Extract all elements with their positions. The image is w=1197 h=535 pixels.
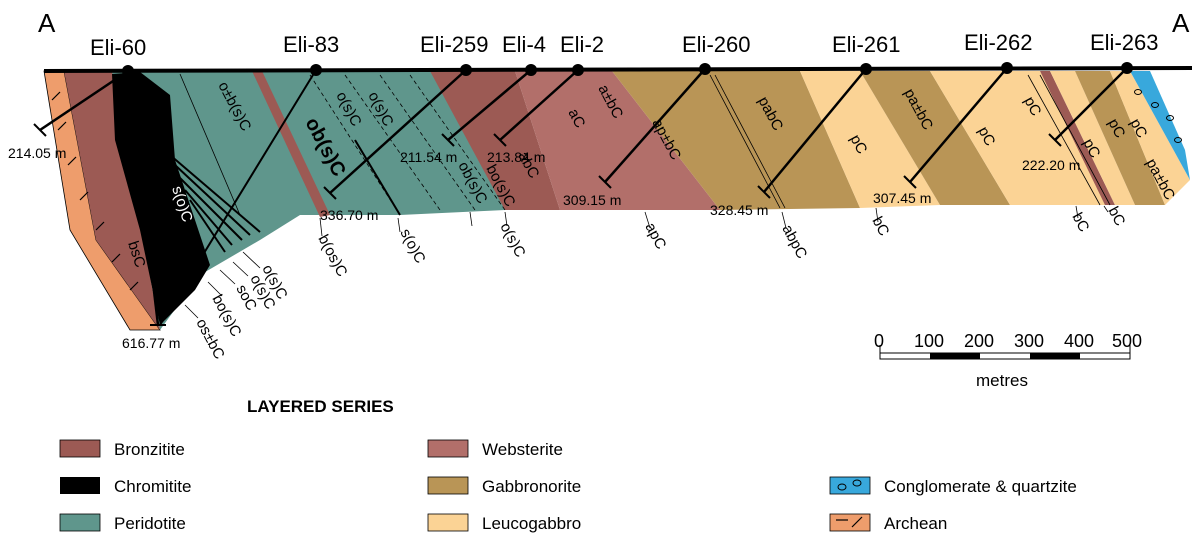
legend-swatch-archean <box>829 513 871 532</box>
depth-label: 214.05 m <box>8 145 66 161</box>
bronzitite-lower-unit <box>64 71 160 330</box>
scale-tick: 100 <box>914 331 944 351</box>
unit-label: o(s)C <box>496 220 528 261</box>
drillhole-name: Eli-259 <box>420 32 488 57</box>
archean-symbol-icon <box>851 516 863 528</box>
drillhole-name: Eli-262 <box>964 30 1032 55</box>
legend-swatch-chromitite <box>60 477 100 494</box>
leucogabbro-unit-4 <box>1110 71 1190 205</box>
unit-label: bC <box>1068 210 1092 235</box>
drillhole-name: Eli-2 <box>560 32 604 57</box>
depth-label: 328.45 m <box>710 202 768 218</box>
conglomerate-pattern <box>1134 89 1182 143</box>
drillhole-collars <box>122 62 1133 77</box>
drillhole-name: Eli-4 <box>502 32 546 57</box>
drillhole-name: Eli-60 <box>90 35 146 60</box>
depth-label: 616.77 m <box>122 335 180 351</box>
drillhole-name: Eli-263 <box>1090 30 1158 55</box>
topographic-surface <box>43 66 1193 73</box>
section-end-right: A <box>1172 8 1190 38</box>
conglomerate-unit <box>1130 71 1190 180</box>
label-leaders <box>184 205 1109 319</box>
scale-tick: 400 <box>1064 331 1094 351</box>
scale-bar: 0 100 200 300 400 500 metres <box>874 331 1142 390</box>
depth-label: 336.70 m <box>320 207 378 223</box>
legend-swatch-conglomerate <box>829 476 871 495</box>
chromitite-seams <box>169 139 401 253</box>
unit-label: bC <box>868 214 892 239</box>
scale-tick: 300 <box>1014 331 1044 351</box>
legend-swatch-websterite <box>427 439 469 458</box>
legend-label: Gabbronorite <box>482 477 581 496</box>
legend-swatch-peridotite <box>59 513 101 532</box>
leucogabbro-unit-3 <box>1050 71 1135 205</box>
bronzitite-band-2 <box>1040 71 1115 205</box>
drillholes <box>33 67 1128 326</box>
legend-label: Peridotite <box>114 514 186 533</box>
drillhole-name: Eli-260 <box>682 32 750 57</box>
drillhole-name: Eli-83 <box>283 32 339 57</box>
peridotite-unit <box>112 71 505 330</box>
depth-label: 307.45 m <box>873 190 931 206</box>
bronzitite-band-1 <box>252 71 330 217</box>
legend: LAYERED SERIES Bronzitite Chromitite Per… <box>59 397 1077 533</box>
legend-label: Archean <box>884 514 947 533</box>
archean-pattern <box>51 91 139 291</box>
conglomerate-symbol-icon <box>837 483 847 491</box>
legend-label: Conglomerate & quartzite <box>884 477 1077 496</box>
bronzitite-upper-unit <box>430 71 560 210</box>
depth-label: 309.15 m <box>563 192 621 208</box>
scale-tick: 200 <box>964 331 994 351</box>
legend-swatch-bronzitite <box>59 439 101 458</box>
scale-tick: 500 <box>1112 331 1142 351</box>
depth-label: 222.20 m <box>1022 157 1080 173</box>
legend-label: Websterite <box>482 440 563 459</box>
legend-swatch-gabbronorite <box>427 476 469 495</box>
gabbronorite-unit-2 <box>860 71 1010 205</box>
legend-label: Chromitite <box>114 477 191 496</box>
depth-label: 213.84 m <box>487 149 545 165</box>
unit-label: apC <box>641 220 669 252</box>
unit-label: b(os)C <box>314 232 350 280</box>
gabbronorite-unit-3 <box>1075 71 1165 205</box>
contact-lines <box>179 73 1111 216</box>
unit-label: abpC <box>778 222 810 262</box>
legend-swatch-leucogabbro <box>427 513 469 532</box>
drillhole-name: Eli-261 <box>832 32 900 57</box>
websterite-unit <box>515 71 720 210</box>
scale-tick: 0 <box>874 331 884 351</box>
unit-label: bC <box>1104 204 1128 229</box>
legend-label: Leucogabbro <box>482 514 581 533</box>
legend-label: Bronzitite <box>114 440 185 459</box>
section-end-left: A <box>38 8 56 38</box>
unit-label: s(o)C <box>396 226 428 267</box>
legend-heading: LAYERED SERIES <box>247 397 394 416</box>
depth-label: 211.54 m <box>400 149 457 165</box>
scale-unit: metres <box>976 371 1028 390</box>
conglomerate-symbol-icon <box>852 479 862 487</box>
